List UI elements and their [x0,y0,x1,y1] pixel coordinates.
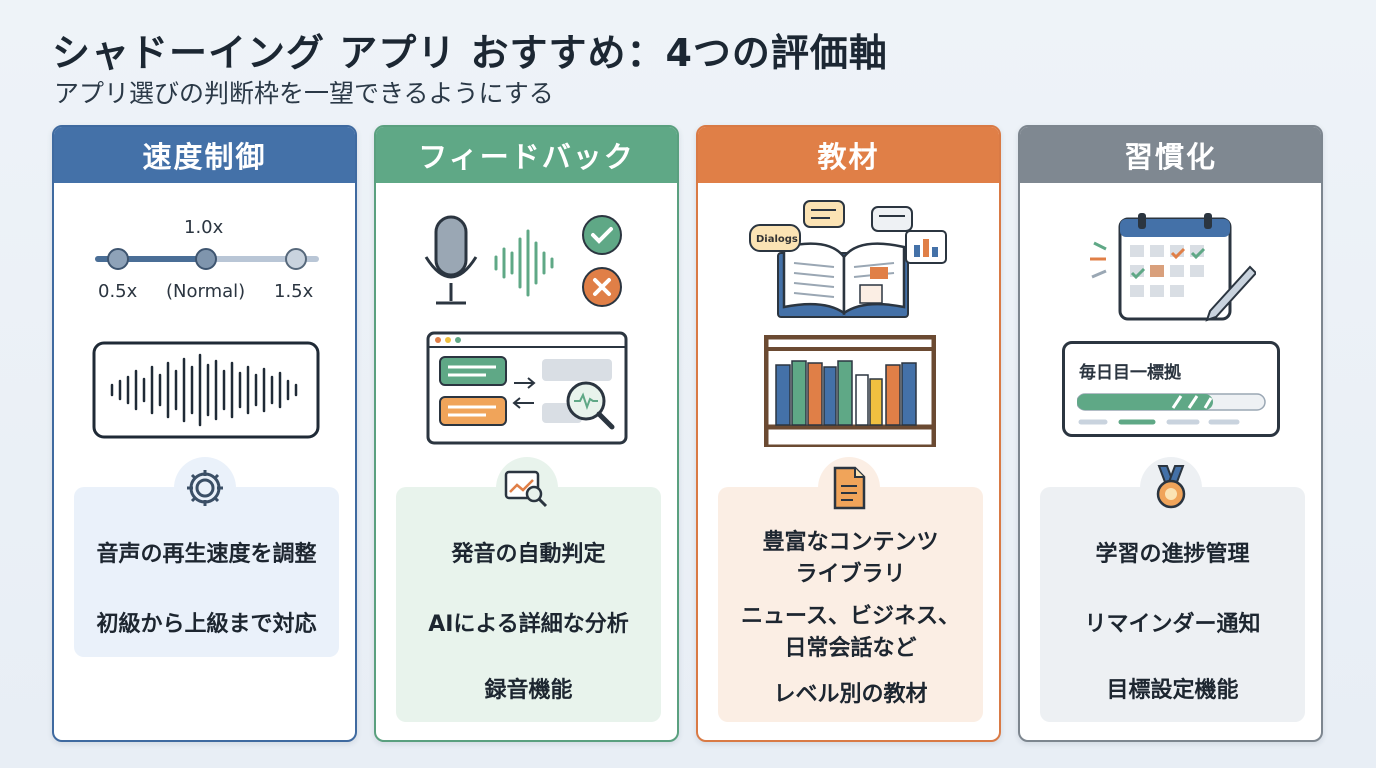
feature-list: 発音の自動判定 AIによる詳細な分析 録音機能 [396,487,661,722]
page-subtitle: アプリ選びの判断枠を一望できるようにする [54,79,554,108]
feature-item: 録音機能 [484,678,573,703]
feature-list: 豊富なコンテンツ ライブラリ ニュース、ビジネス、 日常会話など レベル別の教材 [718,487,983,722]
feature-item: 発音の自動判定 [451,542,606,567]
feature-item: 学習の進捗管理 [1095,542,1250,567]
gear-icon [174,457,236,519]
card-habit: 習慣化 毎日目一標拠 学習の進捗管理 リマ [1018,125,1323,742]
card-material: 教材 Dialogs 豊富なコンテンツ ライブラリ [696,125,1001,742]
waveform-icon [92,341,320,439]
card-feedback: フィードバック 発音の自動判定 AIによる詳細な分析 [374,125,679,742]
slider-normal-label: (Normal) [166,281,246,302]
feature-item: 音声の再生速度を調整 [96,542,317,567]
feature-item: レベル別の教材 [773,682,928,707]
feature-item: ニュース、ビジネス、 日常会話など [741,604,960,661]
feature-item: 豊富なコンテンツ ライブラリ [762,530,939,587]
slider-current-value: 1.0x [184,217,224,238]
feature-item: 初級から上級まで対応 [96,612,317,637]
feature-item: 目標設定機能 [1106,678,1239,703]
calendar-icon [1090,213,1256,322]
chart-magnifier-icon [496,457,558,519]
slider-max-label: 1.5x [274,281,314,302]
feature-list: 学習の進捗管理 リマインダー通知 目標設定機能 [1040,487,1305,722]
goal-progress-bar [1077,393,1266,425]
medal-icon [1140,457,1202,519]
card-heading: 習慣化 [1020,127,1321,183]
daily-goal-panel: 毎日目一標拠 [1062,341,1280,437]
slider-min-label: 0.5x [98,281,138,302]
card-heading: 教材 [698,127,999,183]
open-book-icon: Dialogs [749,200,947,318]
daily-goal-label: 毎日目一標拠 [1079,363,1181,383]
feature-item: AIによる詳細な分析 [428,612,629,637]
document-icon [818,457,880,519]
book-bubble-label: Dialogs [756,234,798,245]
card-heading: 速度制御 [54,127,355,183]
analysis-window-icon [426,331,628,445]
card-speed-control: 速度制御 1.0x 0.5x (Normal) 1.5x 音声の再生速度を調整 … [52,125,357,742]
microphone-icon [424,215,622,307]
bookshelf-icon [764,335,936,447]
card-heading: フィードバック [376,127,677,183]
page-title: シャドーイング アプリ おすすめ：4つの評価軸 [52,31,888,75]
feature-item: リマインダー通知 [1084,612,1261,637]
speed-slider[interactable] [92,245,322,275]
